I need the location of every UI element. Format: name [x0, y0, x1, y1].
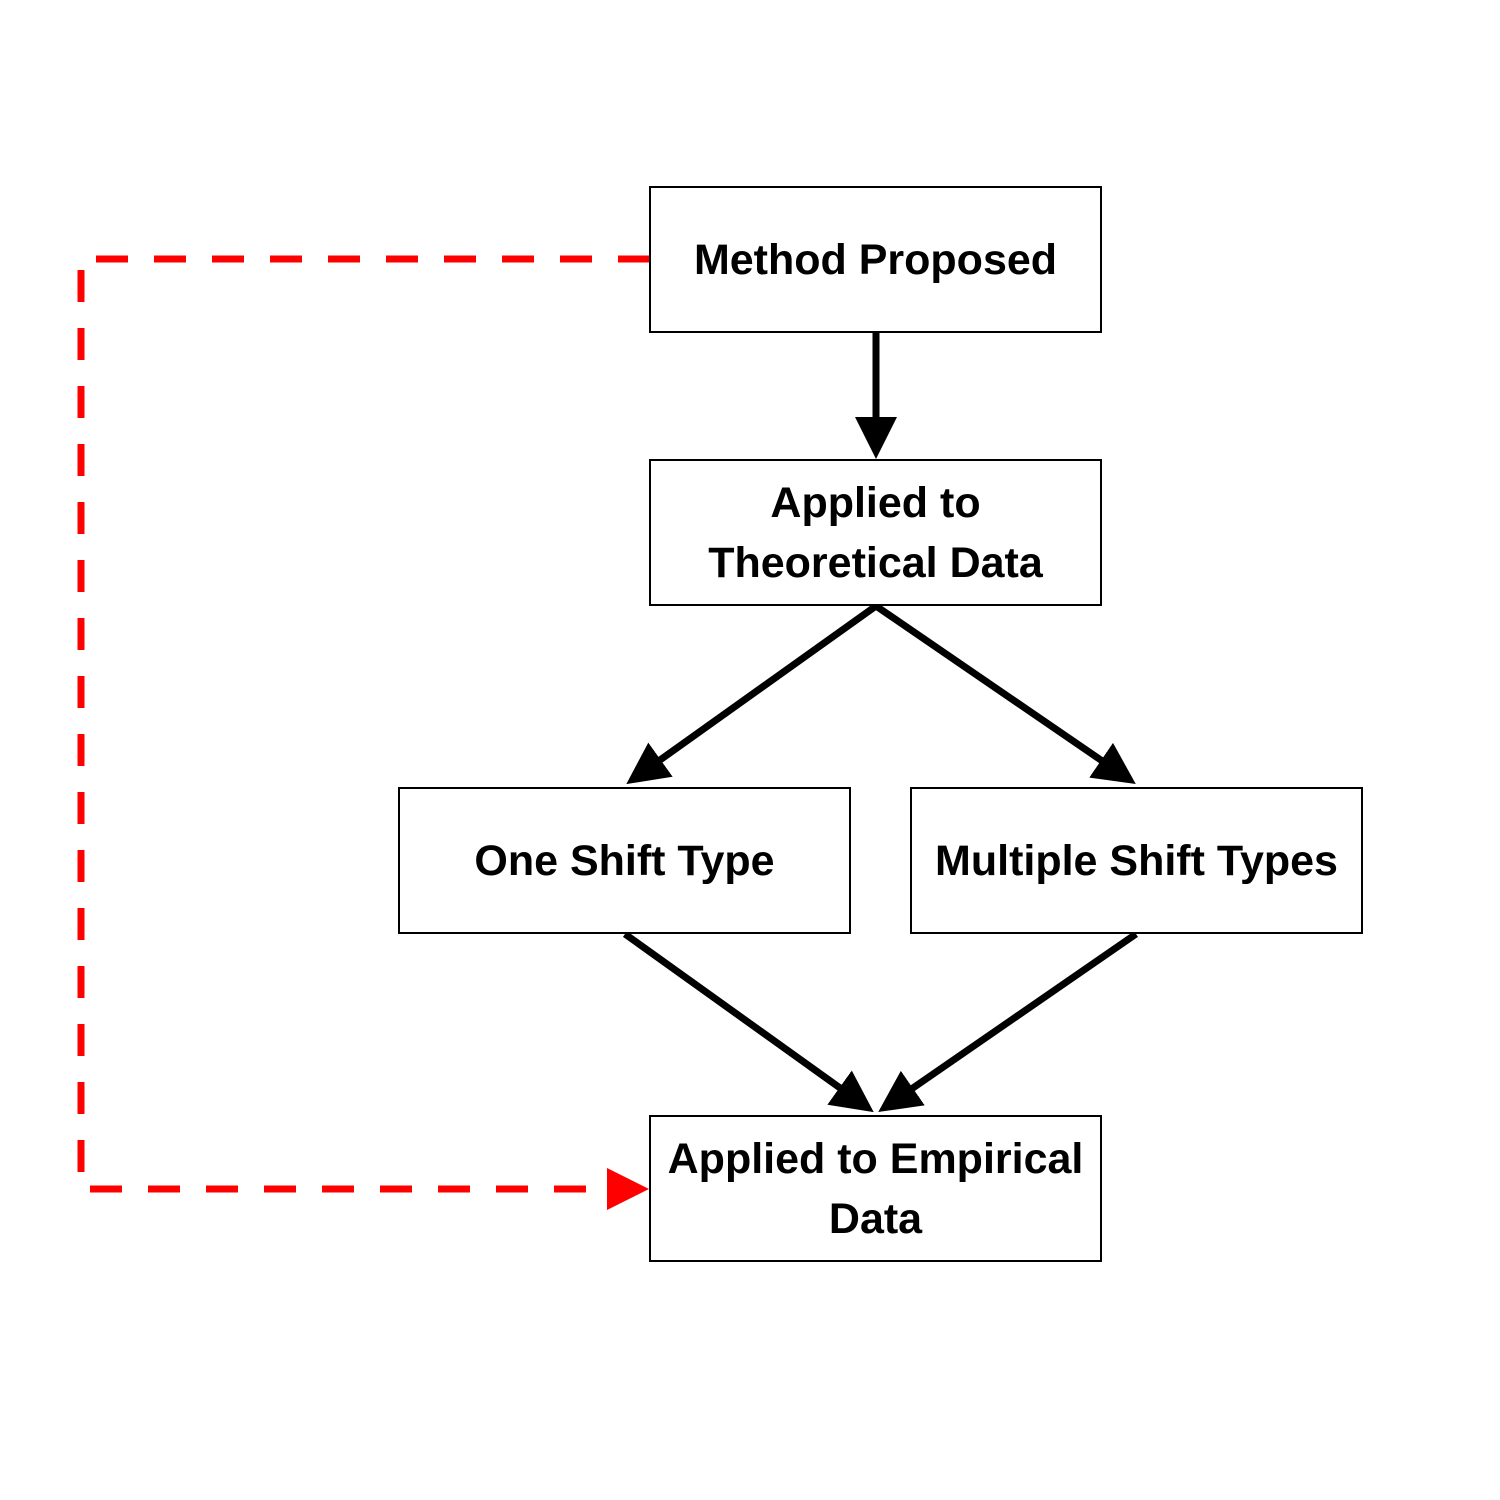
edge-multiple-shift-to-empirical	[878, 931, 1138, 1112]
node-one-shift-type-label: One Shift Type	[474, 836, 775, 885]
edge-one-shift-to-empirical	[622, 931, 874, 1113]
node-multiple-shift-types: Multiple Shift Types	[910, 787, 1363, 934]
node-applied-to-theoretical-data-label: Applied to Theoretical Data	[708, 478, 1043, 587]
edge-theoretical-to-multiple-shift	[874, 603, 1136, 784]
node-applied-to-theoretical-data: Applied to Theoretical Data	[649, 459, 1102, 606]
edge-method-to-empirical-dashed	[77, 255, 650, 1210]
node-method-proposed: Method Proposed	[649, 186, 1102, 333]
node-applied-to-empirical-data-label: Applied to Empirical Data	[667, 1134, 1084, 1243]
edge-theoretical-to-one-shift	[626, 603, 879, 785]
node-method-proposed-label: Method Proposed	[693, 235, 1058, 284]
node-multiple-shift-types-label: Multiple Shift Types	[935, 836, 1338, 885]
node-applied-to-empirical-data: Applied to Empirical Data	[649, 1115, 1102, 1262]
node-one-shift-type: One Shift Type	[398, 787, 851, 934]
